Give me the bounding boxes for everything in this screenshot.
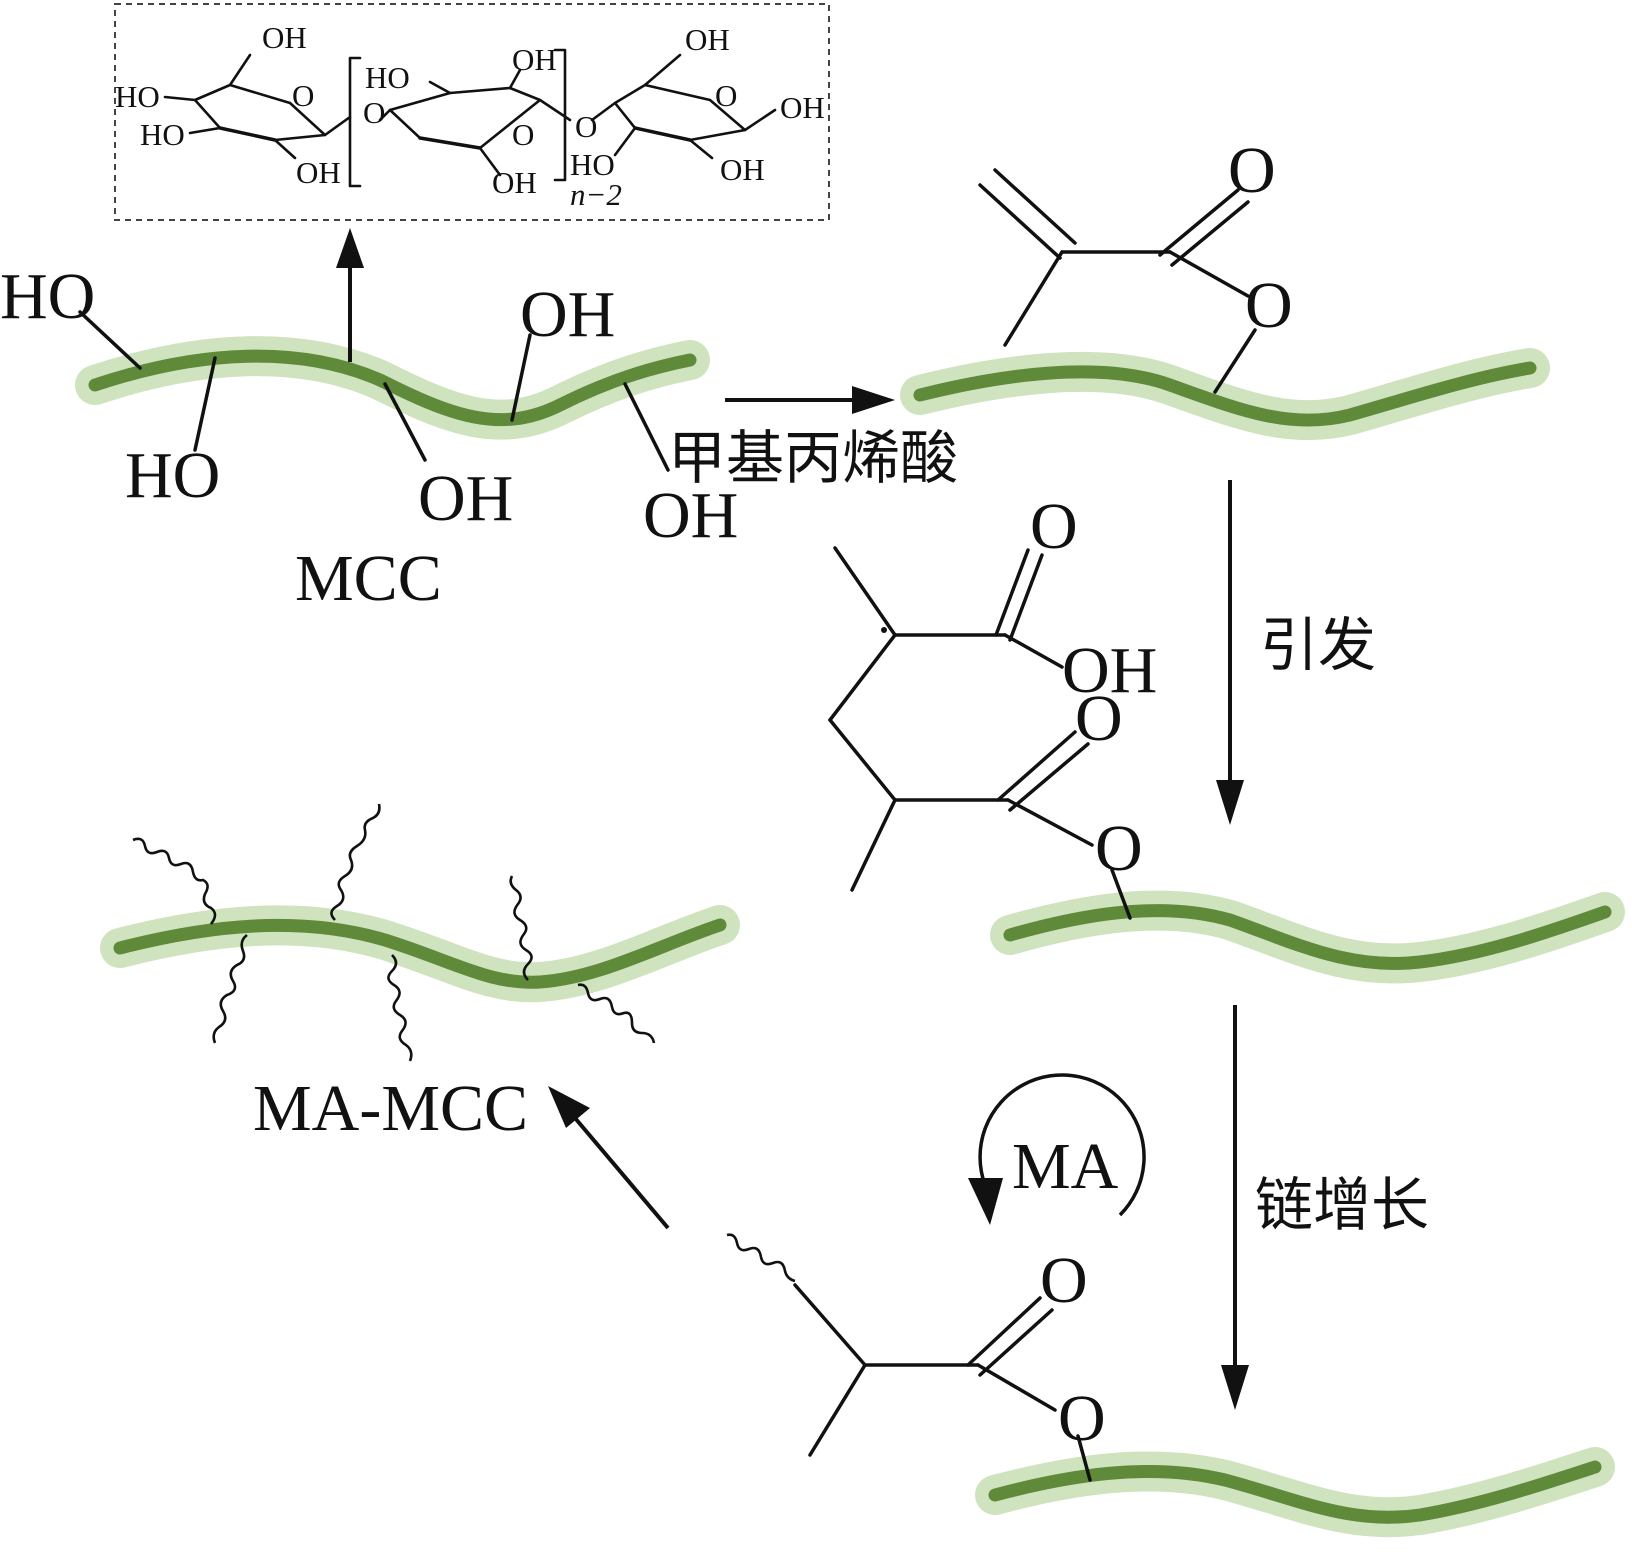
cellulose-structure-inset: OH HO O HO OH O HO OH O OH O HO n−2 bbox=[114, 3, 830, 221]
arrow-right-icon bbox=[725, 386, 895, 414]
glucose-ring-middle: HO OH O OH O HO n−2 bbox=[365, 42, 622, 212]
grow-link-o: O bbox=[1058, 1382, 1106, 1455]
inset-o-bridge-1: O bbox=[363, 95, 385, 130]
radical-dot bbox=[881, 627, 887, 633]
repeat-subscript: n−2 bbox=[570, 177, 622, 212]
inset-ho-4: HO bbox=[570, 147, 615, 182]
inset-oh-5: OH bbox=[685, 22, 730, 57]
inset-ho-1: HO bbox=[115, 79, 160, 114]
ma-mcc-label: MA-MCC bbox=[253, 1072, 528, 1145]
acid-carbonyl-o: O bbox=[1030, 490, 1078, 563]
initiation-label: 引发 bbox=[1260, 611, 1376, 679]
glucose-ring-left: OH HO O HO OH O bbox=[115, 20, 385, 190]
glucose-ring-right: OH O OH OH bbox=[590, 22, 825, 187]
inset-o-bridge-2: O bbox=[575, 109, 597, 144]
ester2-link-o: O bbox=[1095, 812, 1143, 885]
inset-o-ring-3: O bbox=[715, 78, 737, 113]
inset-oh-6: OH bbox=[780, 90, 825, 125]
initiated-radical-chain: O OH O O bbox=[828, 490, 1625, 984]
repeat-bracket-left bbox=[348, 56, 362, 188]
ester-carbonyl-o: O bbox=[1228, 134, 1276, 207]
propagating-chain: O O bbox=[726, 1233, 1615, 1538]
inset-oh-4: OH bbox=[492, 165, 537, 200]
graft-chain-2 bbox=[330, 803, 381, 921]
acid-oh: OH bbox=[1062, 634, 1157, 707]
inset-ho-3: HO bbox=[365, 60, 410, 95]
mcc-ho-label-b: HO bbox=[125, 439, 220, 512]
monomer-ma-label: MA bbox=[1012, 1130, 1119, 1203]
graft-chain-6 bbox=[577, 983, 656, 1044]
inset-oh-7: OH bbox=[720, 152, 765, 187]
mcc-label: MCC bbox=[295, 542, 442, 615]
repeat-bracket-right bbox=[553, 48, 567, 182]
inset-dashed-frame bbox=[114, 3, 830, 221]
grow-carbonyl-o: O bbox=[1040, 1244, 1088, 1317]
mcc-ho-label-a: HO bbox=[0, 260, 95, 333]
ester-link-o: O bbox=[1245, 269, 1293, 342]
ma-mcc-product: MA-MCC bbox=[100, 803, 740, 1145]
growing-polymer-tail bbox=[726, 1233, 796, 1283]
mcc-oh-label-a: OH bbox=[520, 278, 615, 351]
arrow-down-icon bbox=[1216, 480, 1244, 825]
mcc-oh-label-b: OH bbox=[418, 462, 513, 535]
inset-ho-2: HO bbox=[140, 117, 185, 152]
chain-growth-label: 链增长 bbox=[1255, 1171, 1429, 1239]
mcc-chain: HO HO OH OH OH MCC bbox=[0, 260, 738, 615]
arrow-up-icon bbox=[336, 228, 364, 362]
cycle-arrow-icon bbox=[968, 1073, 1146, 1225]
inset-o-ring-1: O bbox=[292, 78, 314, 113]
inset-oh-3: OH bbox=[512, 42, 557, 77]
graft-chain-5 bbox=[509, 875, 533, 981]
arrow-down-icon bbox=[1221, 1005, 1249, 1410]
inset-oh-1: OH bbox=[262, 20, 307, 55]
methacrylate-ester-chain: O O bbox=[900, 134, 1550, 441]
inset-o-ring-2: O bbox=[512, 117, 534, 152]
graft-chain-4 bbox=[387, 954, 413, 1062]
graft-chain-3 bbox=[212, 933, 248, 1044]
graft-chain-1 bbox=[132, 837, 217, 925]
mcc-oh-label-c: OH bbox=[643, 479, 738, 552]
methacrylic-acid-label: 甲基丙烯酸 bbox=[668, 424, 958, 492]
inset-oh-2: OH bbox=[296, 155, 341, 190]
arrow-up-left-icon bbox=[548, 1086, 670, 1230]
ester2-carbonyl-o: O bbox=[1075, 682, 1123, 755]
